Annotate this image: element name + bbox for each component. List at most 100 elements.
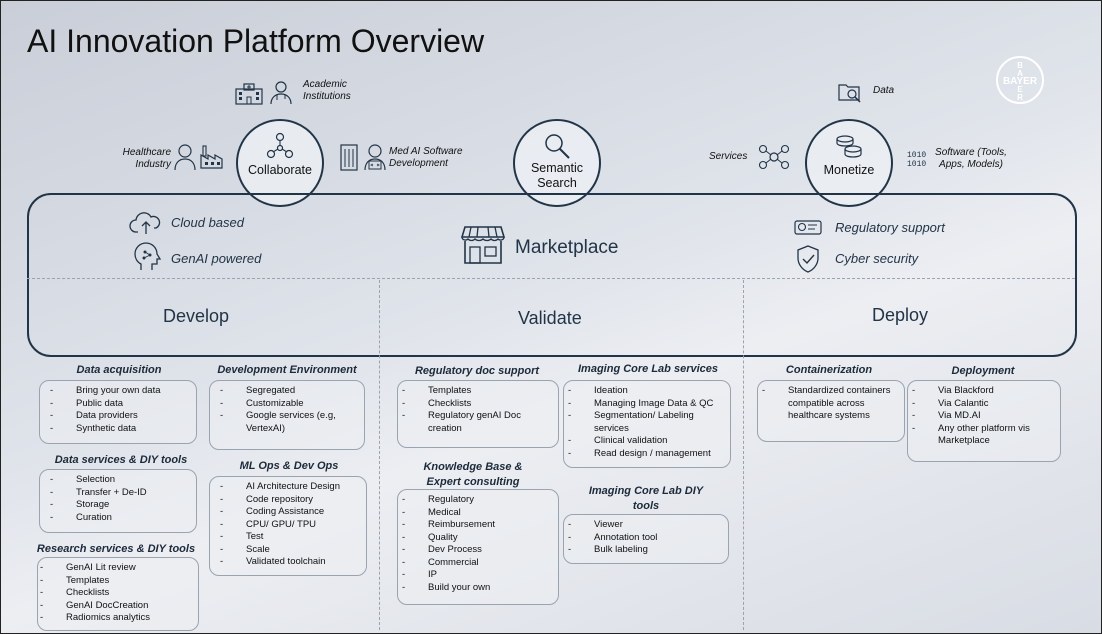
list-item: Segregated (220, 385, 358, 398)
list-item: Bulk labeling (568, 544, 722, 557)
data-acquisition-title: Data acquisition (76, 364, 162, 376)
containerization-card: Standardized containers compatible acros… (757, 380, 905, 442)
divider-develop-validate (379, 280, 380, 630)
reg-doc-title: Regulatory doc support (414, 365, 540, 377)
list-item: Customizable (220, 398, 358, 411)
svg-text:1010: 1010 (907, 160, 926, 167)
list-item: Radiomics analytics (40, 612, 192, 625)
person-icon (174, 144, 196, 171)
list-item: Viewer (568, 519, 722, 532)
data-acquisition-card: Bring your own data Public data Data pro… (39, 380, 197, 444)
deployment-title: Deployment (951, 365, 1015, 377)
imaging-diy-card: Viewer Annotation tool Bulk labeling (563, 514, 729, 564)
ai-head-icon (134, 242, 161, 270)
divider-validate-deploy (743, 280, 744, 630)
healthcare-label: Healthcare Industry (122, 147, 171, 170)
doctor-icon (270, 81, 292, 105)
binary-icon: 1010 1010 (907, 151, 926, 167)
monetize-circle[interactable]: Monetize (805, 119, 893, 207)
hospital-icon (235, 83, 263, 105)
list-item: Validated toolchain (220, 556, 360, 569)
list-item: Regulatory genAI Doc creation (402, 410, 552, 435)
certificate-icon (794, 220, 822, 235)
services-network-icon (758, 144, 790, 170)
dev-env-card: Segregated Customizable Google services … (209, 380, 365, 450)
coins-icon (836, 135, 862, 158)
list-item: Read design / management (568, 448, 724, 461)
list-item: Coding Assistance (220, 506, 360, 519)
building-icon (340, 144, 358, 171)
academic-label: Academic Institutions (303, 79, 351, 102)
data-services-card: Selection Transfer + De-ID Storage Curat… (39, 469, 197, 533)
semantic-search-label: Semantic Search (530, 161, 584, 190)
phase-validate: Validate (518, 308, 582, 328)
list-item: Ideation (568, 385, 724, 398)
developer-icon (364, 144, 386, 171)
list-item: Templates (402, 385, 552, 398)
platform-box (27, 193, 1077, 357)
phase-deploy: Deploy (872, 305, 929, 325)
data-label: Data (873, 85, 895, 96)
factory-icon (200, 145, 223, 169)
mlops-title: ML Ops & Dev Ops (239, 460, 339, 472)
svg-text:1010: 1010 (907, 151, 926, 160)
page-title: AI Innovation Platform Overview (27, 23, 485, 59)
list-item: Transfer + De-ID (50, 487, 190, 500)
marketplace-label: Marketplace (515, 237, 619, 258)
list-item: Regulatory (402, 494, 552, 507)
services-label: Services (709, 151, 748, 162)
monetize-label: Monetize (823, 163, 875, 177)
imaging-services-card: Ideation Managing Image Data & QC Segmen… (563, 380, 731, 468)
phase-develop: Develop (163, 306, 230, 326)
list-item: Reimbursement (402, 519, 552, 532)
list-item: Managing Image Data & QC (568, 398, 724, 411)
dev-env-title: Development Environment (217, 364, 357, 376)
semantic-search-circle[interactable]: Semantic Search (513, 119, 601, 207)
list-item: Selection (50, 474, 190, 487)
mlops-card: AI Architecture Design Code repository C… (209, 476, 367, 576)
list-item: Annotation tool (568, 532, 722, 545)
list-item: Via MD.AI (912, 410, 1054, 423)
cloud-upload-icon (129, 212, 161, 234)
list-item: Commercial (402, 557, 552, 570)
list-item: Segmentation/ Labeling services (568, 410, 724, 435)
genai-powered-label: GenAI powered (171, 251, 262, 266)
list-item: AI Architecture Design (220, 481, 360, 494)
imaging-diy-title: Imaging Core Lab DIY tools (588, 485, 704, 512)
list-item: Templates (40, 575, 192, 588)
list-item: Medical (402, 507, 552, 520)
list-item: Build your own (402, 582, 552, 595)
deployment-card: Via Blackford Via Calantic Via MD.AI Any… (907, 380, 1061, 462)
containerization-title: Containerization (785, 364, 873, 376)
list-item: Clinical validation (568, 435, 724, 448)
list-item: Test (220, 531, 360, 544)
regulatory-support-label: Regulatory support (835, 220, 945, 235)
list-item: Via Calantic (912, 398, 1054, 411)
list-item: Curation (50, 512, 190, 525)
list-item: Any other platform vis Marketplace (912, 423, 1054, 448)
imaging-services-title: Imaging Core Lab services (578, 363, 718, 375)
bayer-logo: BAYER B A E R (996, 56, 1044, 104)
list-item: Checklists (40, 587, 192, 600)
list-item: Synthetic data (50, 423, 190, 436)
list-item: GenAI DocCreation (40, 600, 192, 613)
list-item: Quality (402, 532, 552, 545)
collaborate-label: Collaborate (248, 163, 312, 177)
list-item: GenAI Lit review (40, 562, 192, 575)
list-item: Bring your own data (50, 385, 190, 398)
divider-horizontal (27, 278, 1075, 279)
cyber-security-label: Cyber security (835, 251, 919, 266)
list-item: Checklists (402, 398, 552, 411)
list-item: Code repository (220, 494, 360, 507)
magnifier-icon (545, 134, 570, 159)
shield-check-icon (797, 245, 819, 273)
storefront-icon (461, 226, 505, 264)
knowledge-card: Regulatory Medical Reimbursement Quality… (397, 489, 559, 605)
cloud-based-label: Cloud based (171, 215, 244, 230)
knowledge-title: Knowledge Base & Expert consulting (423, 461, 523, 488)
med-ai-label: Med AI Software Development (389, 146, 463, 169)
list-item: Standardized containers compatible acros… (762, 385, 898, 423)
collaborate-circle[interactable]: Collaborate (236, 119, 324, 207)
list-item: Public data (50, 398, 190, 411)
